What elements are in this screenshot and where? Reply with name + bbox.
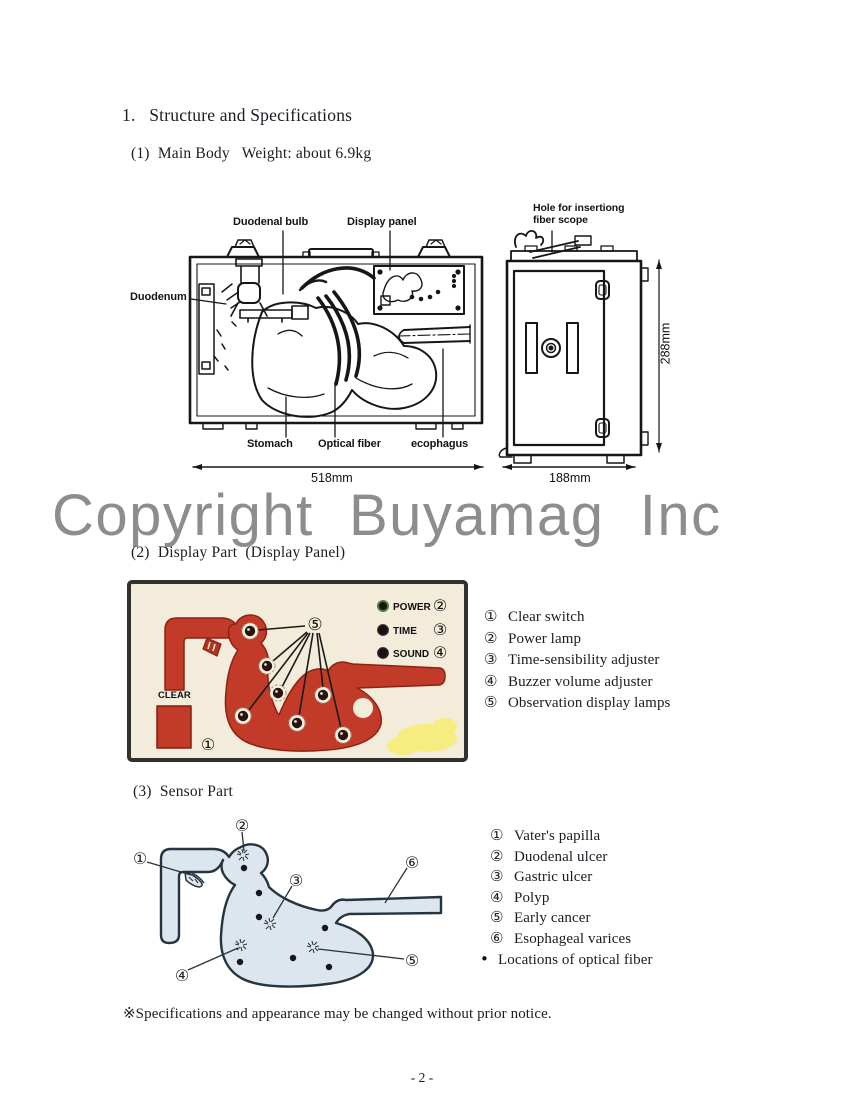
legend-bullet-item: •Locations of optical fiber: [480, 949, 653, 968]
side-view-fiber-scope: [514, 230, 592, 259]
optical-fiber-dot: [255, 889, 263, 897]
label-esophagus: ecophagus: [411, 438, 469, 450]
lamp-icon: [288, 714, 306, 732]
observation-lamp-pointer-lines: [248, 625, 342, 729]
stain-mark: [387, 718, 457, 755]
optical-fiber-dot: [321, 924, 329, 932]
sensor-leader-lines: [146, 831, 408, 971]
time-label: TIME: [393, 626, 417, 637]
front-view-leader-lines: [190, 230, 444, 438]
sensor-diagram-numbers: ① ② ③ ④ ⑤ ⑥: [133, 816, 419, 985]
front-view-display-panel-box: [373, 265, 465, 315]
front-view-case: [188, 239, 484, 430]
dimension-side-width: 188mm: [549, 471, 591, 485]
panel-curl-gap: [353, 698, 373, 718]
handle-icon: [308, 248, 374, 258]
page-number: - 2 -: [410, 1070, 434, 1085]
lamp-icon: [334, 726, 352, 744]
main-body-heading: (1) Main Body Weight: about 6.9kg: [131, 145, 372, 162]
panel-number-1: ①: [201, 735, 215, 754]
front-view-stomach: [251, 301, 438, 418]
lesion-mark: [263, 917, 277, 931]
sensor-part-heading: (3) Sensor Part: [133, 783, 234, 800]
lamp-icon: [234, 707, 252, 725]
lesion-marks: [234, 848, 320, 954]
optical-fiber-dot: [289, 954, 297, 962]
clear-button[interactable]: [156, 705, 192, 749]
clear-label: CLEAR: [158, 690, 191, 701]
lamp-icon: [258, 657, 276, 675]
dimension-front-width: 518mm: [311, 471, 353, 485]
display-part-heading: (2) Display Part (Display Panel): [131, 544, 346, 561]
panel-duodenum-tube: [164, 617, 240, 691]
papilla-fingers: [184, 870, 205, 888]
lamp-icon: [269, 684, 287, 702]
sensor-number-1: ①: [133, 849, 147, 868]
front-view-duodenum: [198, 283, 241, 375]
label-stomach: Stomach: [247, 438, 293, 450]
optical-fiber-dot: [255, 913, 263, 921]
sound-label: SOUND: [393, 649, 429, 660]
bullet-icon: •: [480, 949, 489, 968]
sensor-number-3: ③: [289, 871, 303, 890]
page-title: 1. Structure and Specifications: [122, 105, 353, 125]
sensor-number-4: ④: [175, 966, 189, 985]
panel-number-4: ④: [433, 643, 447, 662]
label-optical-fiber: Optical fiber: [318, 438, 381, 450]
lesion-mark: [306, 940, 320, 954]
panel-number-3: ③: [433, 620, 447, 639]
footnote: ※Specifications and appearance may be ch…: [123, 1006, 552, 1022]
label-hole-for-fiber: Hole for insertiong fiber scope: [533, 202, 625, 226]
optical-fiber-dot: [236, 958, 244, 966]
front-view-esophagus: [397, 324, 471, 344]
display-panel-graphic: POWER TIME SOUND ② ③ ④ ⑤ CLEAR ①: [127, 580, 468, 762]
lesion-mark: [236, 848, 250, 862]
panel-papilla-nub: [202, 637, 222, 657]
front-view-duodenal-bulb: [230, 258, 309, 323]
side-view-case: [498, 245, 649, 464]
main-body-technical-drawing: [188, 230, 662, 470]
lamp-icon: [314, 686, 332, 704]
time-lamp-dot: [377, 624, 389, 636]
optical-fiber-dot: [240, 864, 248, 872]
sensor-number-6: ⑥: [405, 853, 419, 872]
power-lamp-dot: [377, 600, 389, 612]
optical-fiber-dots: [236, 864, 333, 971]
dimension-side-height: 288mm: [658, 322, 673, 365]
lesion-mark: [234, 938, 248, 952]
sensor-stomach-outline: [159, 843, 443, 988]
lamp-icon: [241, 622, 259, 640]
observation-lamps: [234, 622, 352, 744]
sound-lamp-dot: [377, 647, 389, 659]
label-duodenal-bulb: Duodenal bulb: [233, 216, 309, 228]
front-view-optical-fiber: [298, 266, 376, 386]
label-duodenum: Duodenum: [130, 291, 187, 303]
sensor-diagram: ① ② ③ ④ ⑤ ⑥: [133, 816, 443, 988]
copyright-watermark: Copyright Buyamag Inc: [52, 483, 722, 548]
sensor-number-5: ⑤: [405, 951, 419, 970]
power-label: POWER: [393, 602, 432, 613]
dimension-lines: [192, 259, 662, 470]
sensor-number-2: ②: [235, 816, 249, 835]
panel-number-2: ②: [433, 596, 447, 615]
optical-fiber-dot: [325, 963, 333, 971]
panel-stomach-art: [156, 614, 446, 752]
panel-number-5: ⑤: [307, 615, 322, 635]
label-display-panel: Display panel: [347, 216, 417, 228]
